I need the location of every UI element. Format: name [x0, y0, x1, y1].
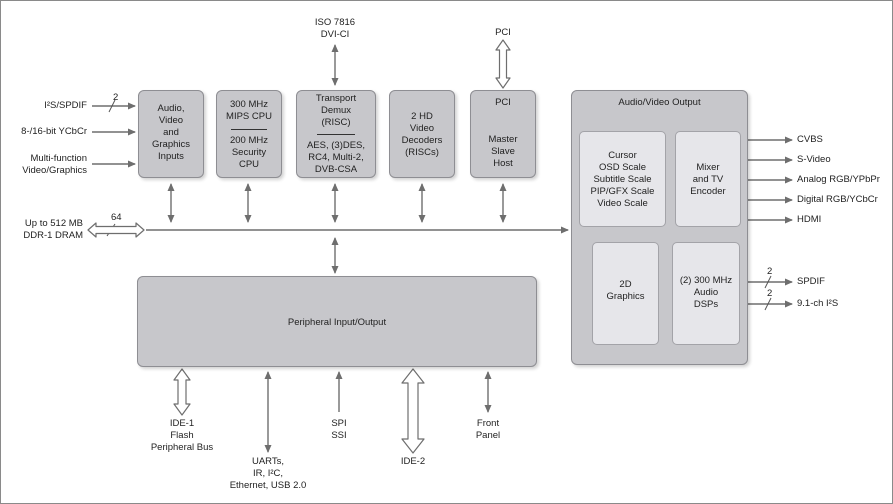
hd-video-decoders-block: 2 HD Video Decoders (RISCs) [389, 90, 455, 178]
pci-host-block: PCI Master Slave Host [470, 90, 536, 178]
block-label-line: Mixer [696, 162, 720, 173]
block-label-line: Transport [315, 93, 357, 104]
label-spdif-out: SPDIF [797, 276, 825, 287]
block-label-line: Video [409, 123, 435, 134]
block-label-line: RC4, Multi-2, [308, 152, 364, 163]
bus-width-i2s-out: 2 [767, 288, 773, 299]
block-label-line: Decoders [401, 135, 443, 146]
label-iso7816: DVI-CI [320, 29, 350, 40]
label-ide2: IDE-2 [400, 456, 426, 467]
block-label-line: Audio [693, 287, 719, 298]
block-label-line: AES, (3)DES, [306, 140, 366, 151]
label-ide1: Peripheral Bus [150, 442, 214, 453]
block-label-line: (RISCs) [405, 147, 439, 158]
block-label-line: (2) 300 MHz [679, 275, 733, 286]
hollow-arrow-pci [495, 39, 511, 89]
label-uarts: Ethernet, USB 2.0 [229, 480, 307, 491]
bus-width-spdif-out: 2 [767, 266, 773, 277]
label-multifunction: Video/Graphics [22, 165, 87, 176]
block-label-line: CPU [238, 159, 260, 170]
block-label-line: Audio, [157, 103, 185, 114]
label-ycbcr-in: 8-/16-bit YCbCr [21, 126, 87, 137]
mips-security-cpu-block: 300 MHz MIPS CPU 200 MHz Security CPU [216, 90, 282, 178]
label-dram: DDR-1 DRAM [23, 230, 83, 241]
block-label-line: Video [158, 115, 184, 126]
block-label-line: Subtitle Scale [593, 174, 652, 185]
block-label-line: Demux [320, 105, 352, 116]
slash-i2s-in [108, 99, 116, 113]
block-label-line: Video Scale [597, 198, 648, 209]
label-analog-rgb: Analog RGB/YPbPr [797, 174, 880, 185]
block-label-line: and TV [692, 174, 724, 185]
block-label-line: Graphics [151, 139, 190, 150]
block-label-line: PCI [495, 97, 511, 108]
block-label-line: Master [488, 134, 518, 145]
bus-width-dram: 64 [111, 212, 122, 223]
label-ide1: Flash [170, 430, 194, 441]
label-ide1: IDE-1 [169, 418, 195, 429]
block-label-line: Cursor [608, 150, 637, 161]
block-label-line: PIP/GFX Scale [590, 186, 655, 197]
block-label-line: Encoder [690, 186, 726, 197]
block-label-line: (RISC) [321, 117, 351, 128]
block-label-line: 2D [619, 279, 632, 290]
label-multifunction: Multi-function [30, 153, 88, 164]
label-iso7816: ISO 7816 [314, 17, 356, 28]
block-label-line: Graphics [606, 291, 645, 302]
block-label-line: 200 MHz [229, 135, 268, 146]
label-spi: SSI [331, 430, 347, 441]
hollow-arrow-dram [87, 222, 145, 238]
block-label-line: and [163, 127, 179, 138]
label-pci-top: PCI [495, 27, 511, 38]
block-divider [231, 129, 267, 130]
audio-dsps-block: (2) 300 MHz Audio DSPs [672, 242, 740, 345]
hollow-arrow-ide2 [401, 368, 425, 454]
bus-width-i2s-in: 2 [113, 92, 119, 103]
label-digital-rgb: Digital RGB/YCbCr [797, 194, 878, 205]
audio-video-graphics-inputs-block: Audio, Video and Graphics Inputs [138, 90, 204, 178]
block-label-line: Host [493, 158, 513, 169]
cursor-scale-block: Cursor OSD Scale Subtitle Scale PIP/GFX … [579, 131, 666, 227]
label-front-panel: Panel [475, 430, 501, 441]
block-title: Peripheral Input/Output [287, 317, 387, 328]
audio-video-output-block: Audio/Video Output Cursor OSD Scale Subt… [571, 90, 748, 365]
slash-i2s-out [764, 297, 772, 311]
block-title: Audio/Video Output [618, 97, 701, 108]
hollow-arrow-ide1 [173, 368, 191, 416]
block-label-line: Inputs [158, 151, 184, 162]
block-label-line: 2 HD [411, 111, 433, 122]
label-front-panel: Front [476, 418, 500, 429]
block-label-line: OSD Scale [599, 162, 646, 173]
mixer-encoder-block: Mixer and TV Encoder [675, 131, 741, 227]
block-label-line: 300 MHz [229, 99, 268, 110]
peripheral-io-block: Peripheral Input/Output [137, 276, 537, 367]
label-dram: Up to 512 MB [24, 218, 83, 229]
label-uarts: UARTs, [251, 456, 285, 467]
label-i2s-out: 9.1-ch I²S [797, 298, 839, 309]
block-label-line: Slave [491, 146, 515, 157]
block-divider [317, 134, 355, 135]
block-label-line: Security [231, 147, 267, 158]
label-hdmi: HDMI [797, 214, 822, 225]
label-uarts: IR, I²C, [252, 468, 284, 479]
label-svideo: S-Video [797, 154, 831, 165]
block-label-line: DVB-CSA [314, 164, 358, 175]
block-label-line: DSPs [693, 299, 719, 310]
block-label-line: MIPS CPU [226, 111, 272, 122]
transport-demux-block: Transport Demux (RISC) AES, (3)DES, RC4,… [296, 90, 376, 178]
label-spi: SPI [331, 418, 347, 429]
label-i2s-spdif-in: I²S/SPDIF [44, 100, 87, 111]
slash-spdif-out [764, 275, 772, 289]
label-cvbs: CVBS [797, 134, 823, 145]
2d-graphics-block: 2D Graphics [592, 242, 659, 345]
